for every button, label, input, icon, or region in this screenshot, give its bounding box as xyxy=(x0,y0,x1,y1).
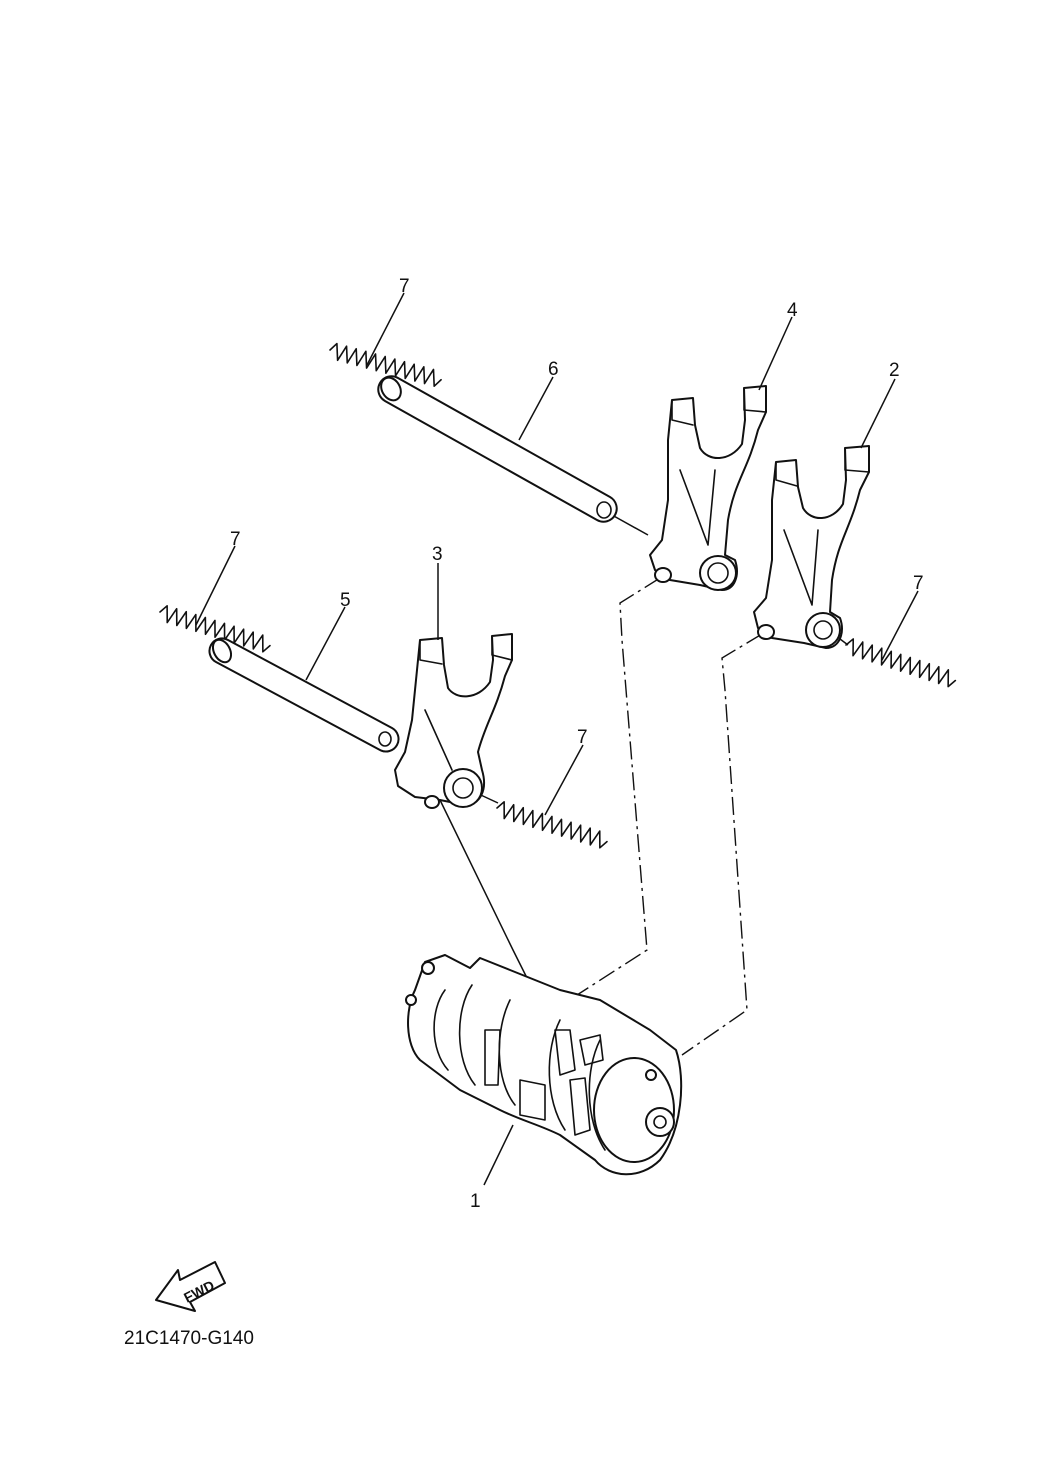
callouts: 7 6 4 2 7 5 3 7 7 1 xyxy=(230,276,924,1212)
fwd-arrow: FWD xyxy=(155,1261,226,1312)
callout-7-lower-left: 7 xyxy=(230,529,241,550)
spring-middle xyxy=(496,801,608,849)
callout-7-right: 7 xyxy=(913,573,924,594)
callout-7-middle: 7 xyxy=(577,727,588,748)
rod-upper xyxy=(377,375,618,523)
rod-lower xyxy=(208,637,400,753)
callout-6: 6 xyxy=(548,359,559,380)
callout-1: 1 xyxy=(470,1191,481,1212)
spring-right xyxy=(845,638,957,688)
callout-2: 2 xyxy=(889,360,900,381)
shift-fork-upper xyxy=(649,385,767,591)
drawing-code: 21C1470-G140 xyxy=(124,1328,254,1349)
shift-fork-right xyxy=(753,445,870,649)
callout-3: 3 xyxy=(432,544,443,565)
shift-fork-left xyxy=(394,633,513,809)
callout-leaders xyxy=(195,292,919,1186)
spring-lower-left xyxy=(159,605,271,653)
callout-5: 5 xyxy=(340,590,351,611)
shift-drum xyxy=(405,954,683,1176)
callout-4: 4 xyxy=(787,300,798,321)
spring-upper-left xyxy=(329,342,442,387)
callout-7-upper-left: 7 xyxy=(399,276,410,297)
